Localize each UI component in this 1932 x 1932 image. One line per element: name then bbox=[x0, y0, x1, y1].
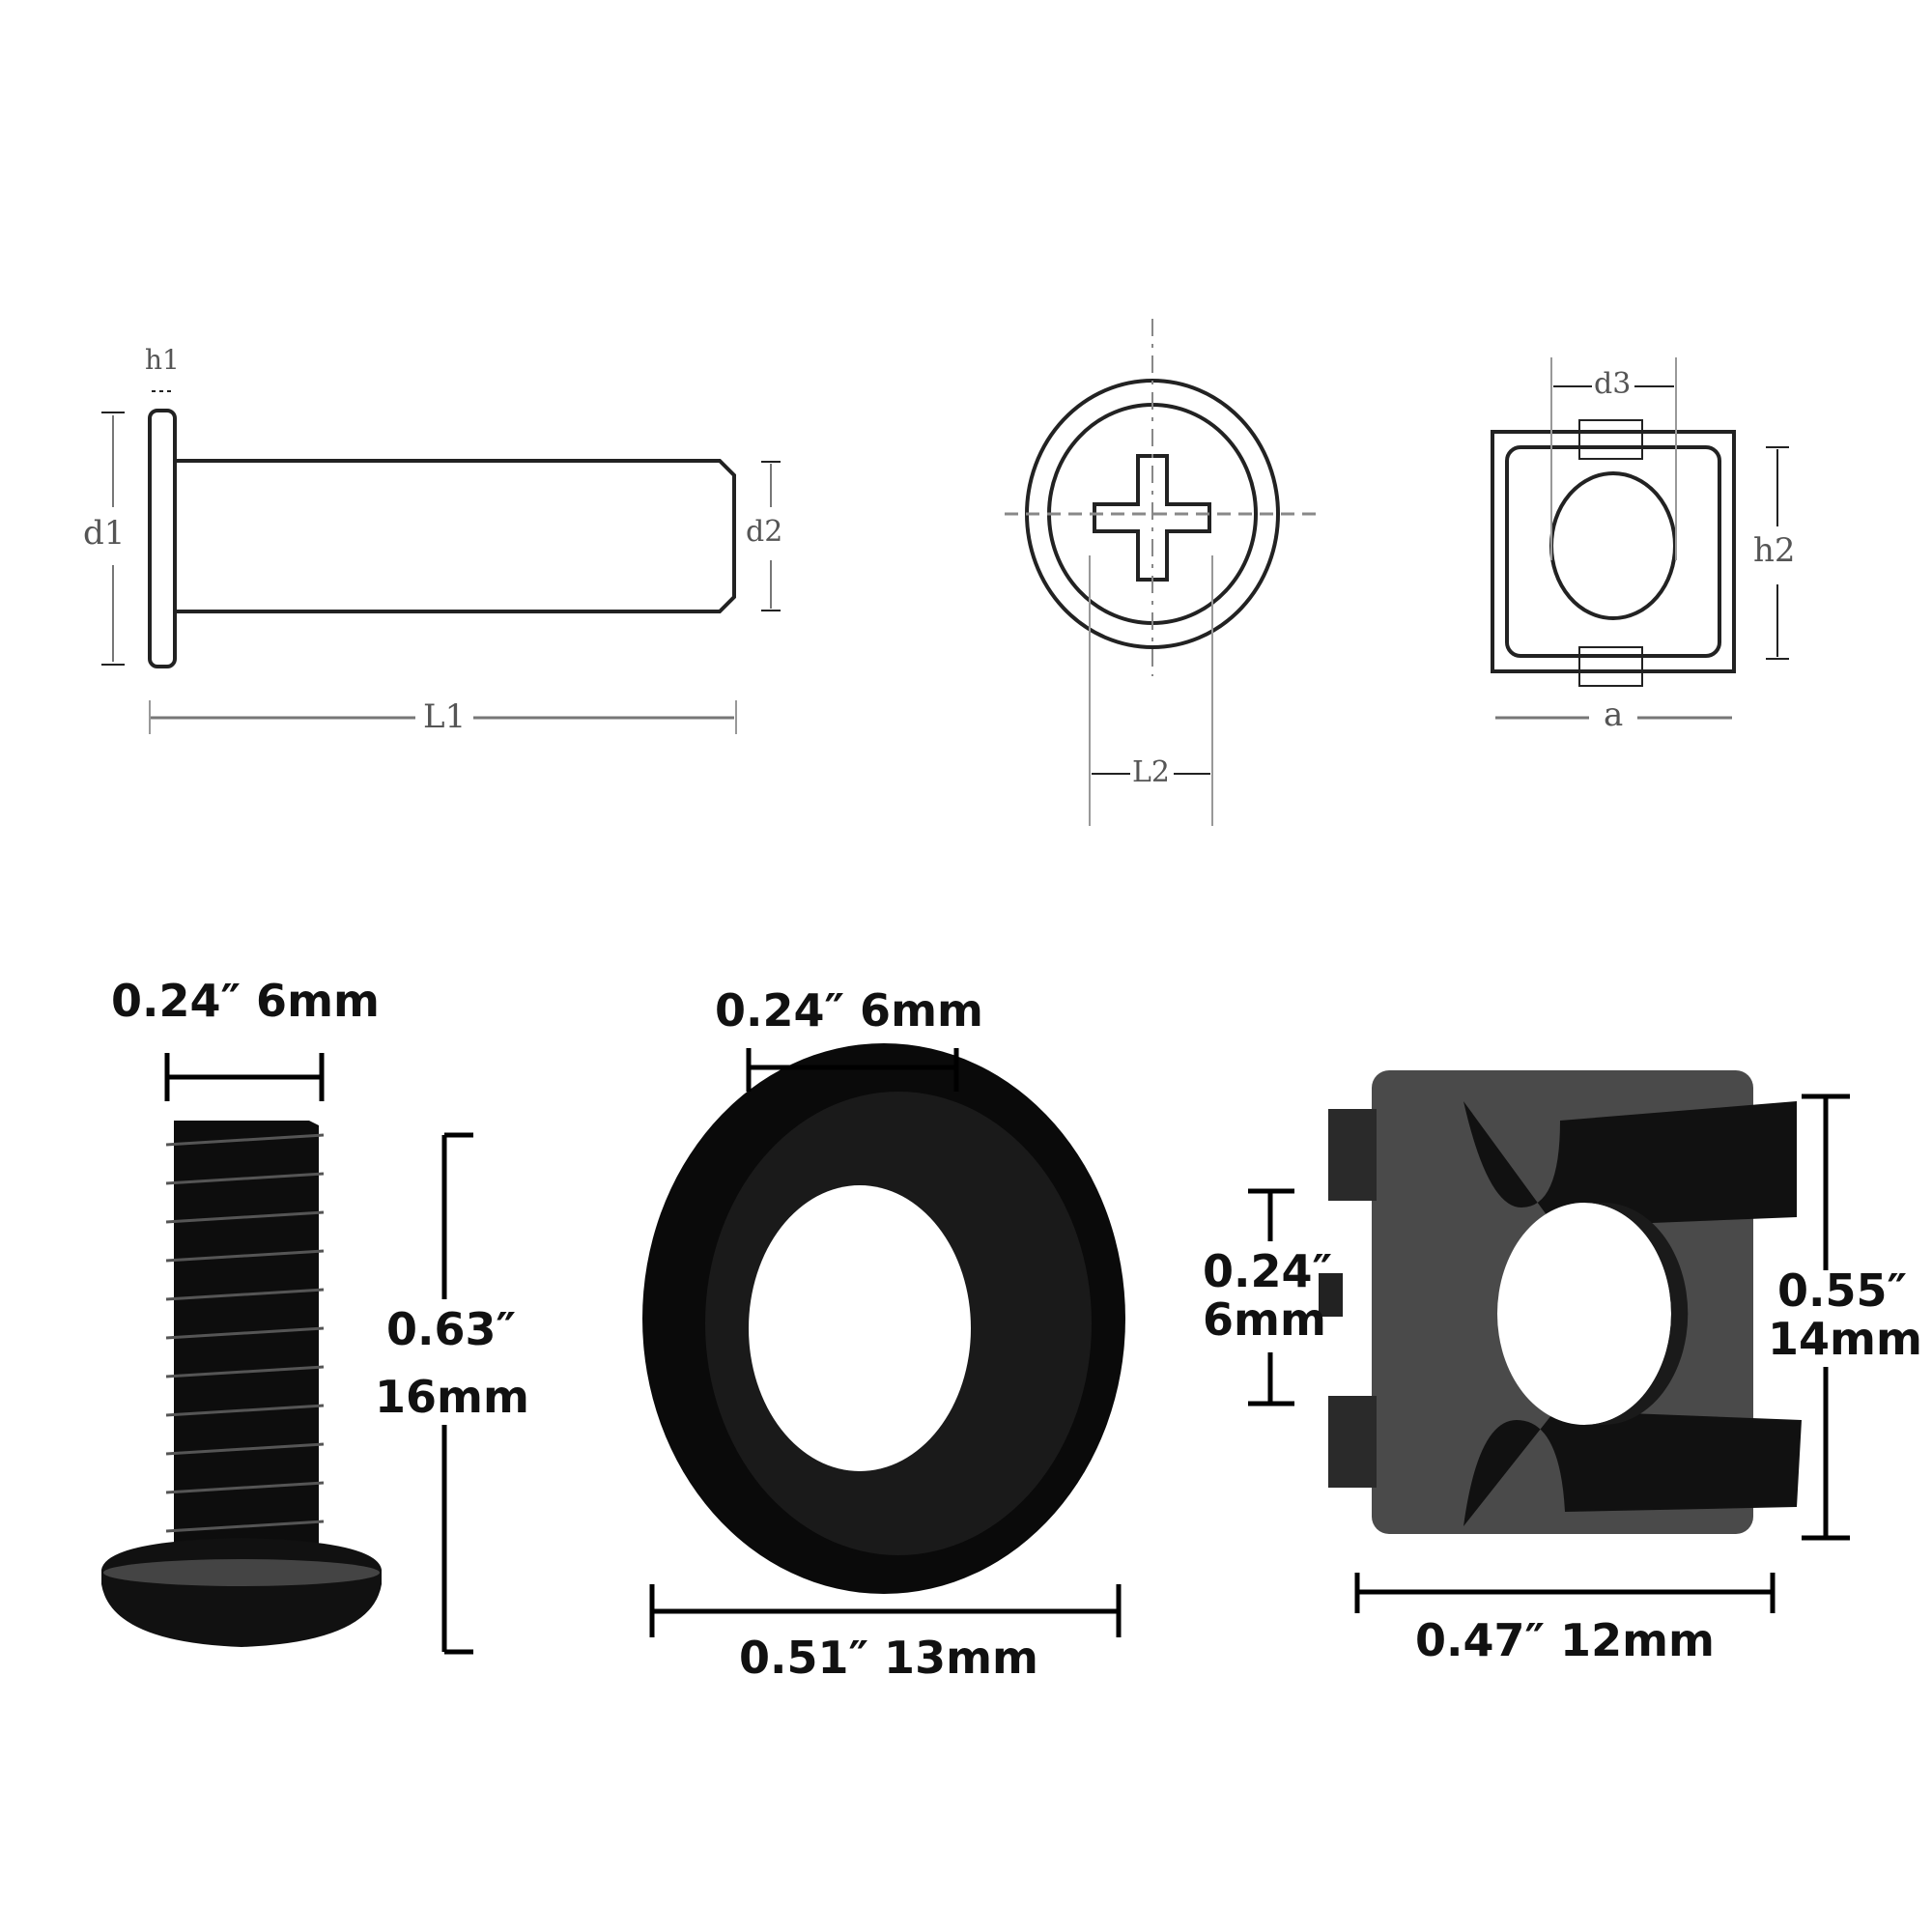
washer-outer-label: 0.51″ 13mm bbox=[739, 1632, 1038, 1684]
label-d2: d2 bbox=[746, 515, 783, 549]
cage-nut-width-label: 0.47″ 12mm bbox=[1415, 1614, 1715, 1666]
label-h1: h1 bbox=[145, 344, 180, 376]
screw-length-mm: 16mm bbox=[375, 1371, 529, 1423]
screw-width-label: 0.24″ 6mm bbox=[111, 975, 380, 1027]
cage-nut-hole-mm: 6mm bbox=[1203, 1293, 1326, 1346]
screw-head-drawing bbox=[1005, 319, 1323, 826]
screw-render bbox=[101, 1121, 382, 1647]
washer-render bbox=[642, 1043, 1125, 1594]
cage-nut-hole-inch: 0.24″ bbox=[1203, 1245, 1333, 1297]
washer-inner-label: 0.24″ 6mm bbox=[715, 984, 983, 1037]
screw-side-drawing bbox=[101, 390, 781, 734]
label-a: a bbox=[1604, 696, 1624, 734]
cage-nut-height-inch: 0.55″ bbox=[1777, 1264, 1908, 1317]
cage-nut-drawing bbox=[1491, 357, 1789, 720]
label-d1: d1 bbox=[83, 514, 126, 553]
cage-nut-render bbox=[1319, 1070, 1802, 1534]
cage-nut-height-mm: 14mm bbox=[1768, 1313, 1922, 1365]
label-d3: d3 bbox=[1594, 367, 1632, 401]
label-L1: L1 bbox=[423, 697, 467, 736]
label-h2: h2 bbox=[1753, 531, 1796, 570]
screw-length-inch: 0.63″ bbox=[386, 1303, 517, 1355]
label-L2: L2 bbox=[1132, 755, 1171, 789]
